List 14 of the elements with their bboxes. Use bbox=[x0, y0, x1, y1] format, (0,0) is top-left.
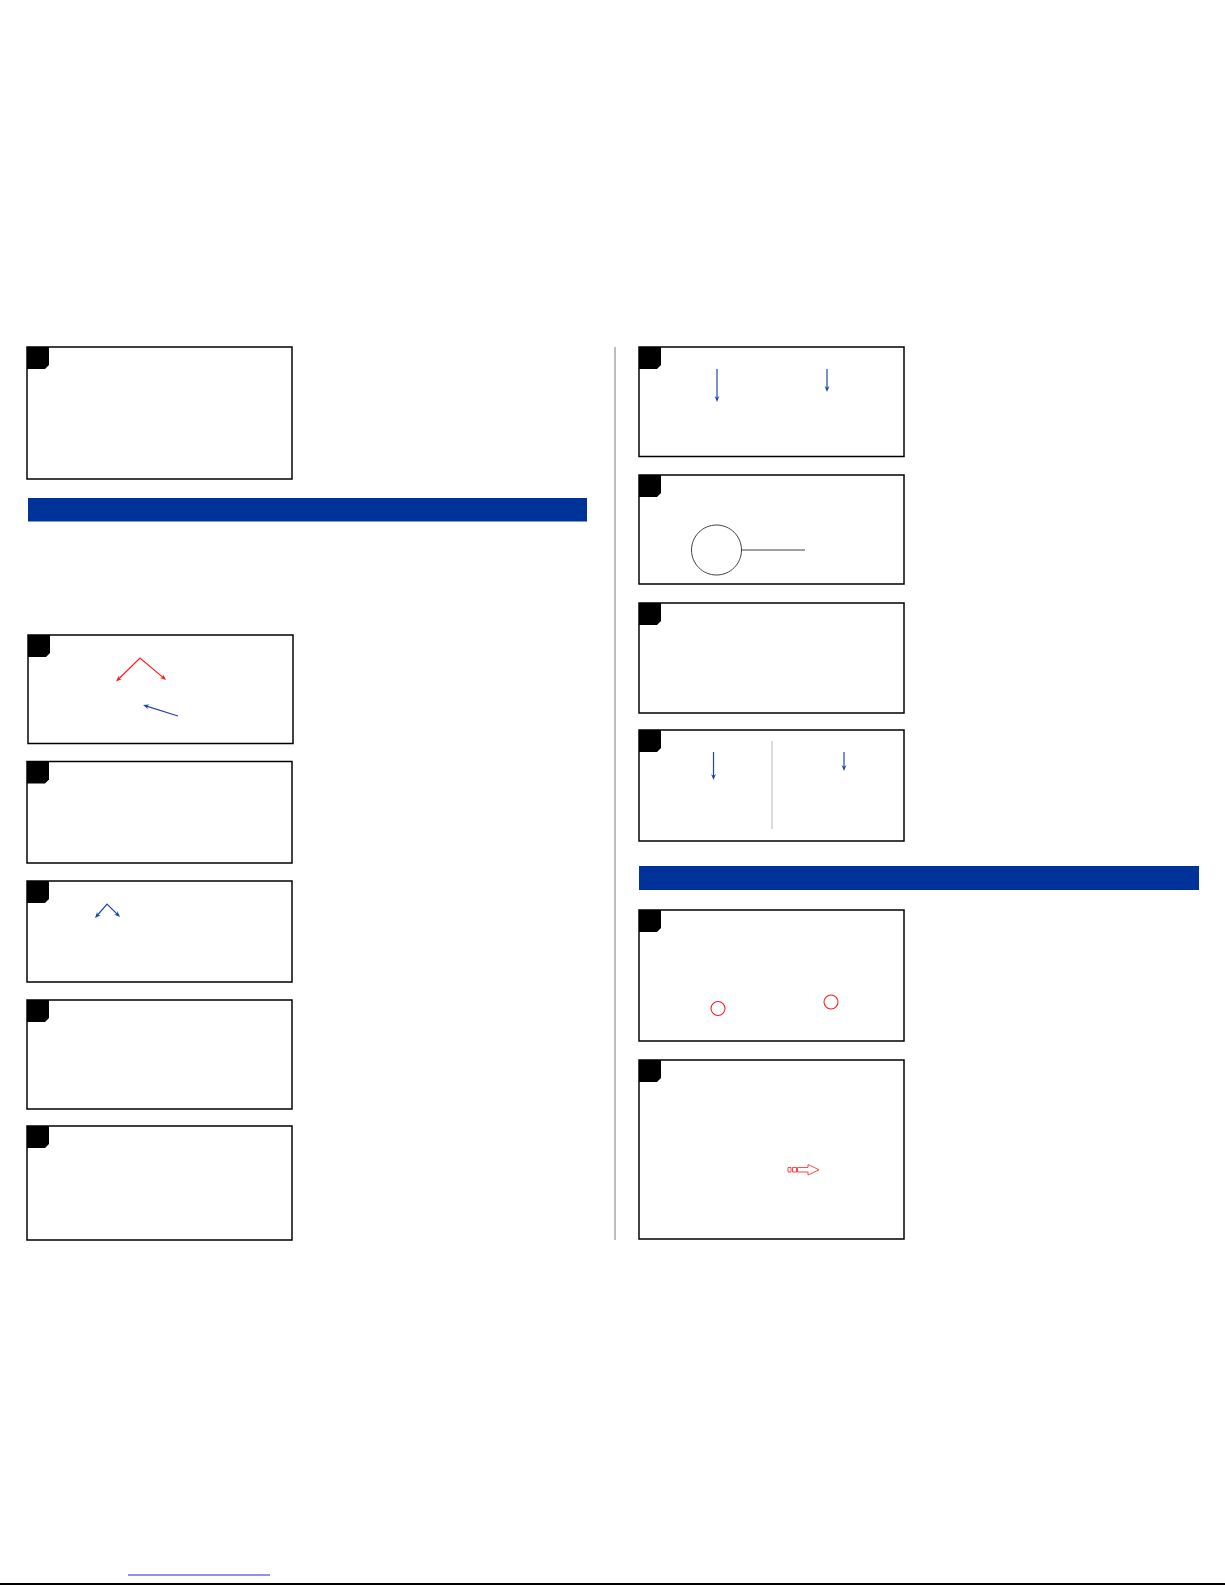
picture-frame bbox=[638, 909, 905, 1042]
picture-frame bbox=[26, 1125, 293, 1241]
picture-frame bbox=[27, 634, 294, 745]
picture-frame bbox=[638, 729, 905, 842]
header-bar bbox=[639, 866, 1199, 890]
picture-frame bbox=[638, 346, 905, 458]
picture-frame bbox=[26, 999, 293, 1110]
picture-frame bbox=[638, 474, 905, 585]
picture-frame bbox=[638, 1059, 905, 1240]
picture-frame bbox=[638, 602, 905, 714]
picture-frame bbox=[26, 760, 293, 864]
picture-frame bbox=[26, 880, 293, 983]
picture-frame bbox=[26, 346, 293, 480]
header-bar bbox=[28, 498, 587, 522]
